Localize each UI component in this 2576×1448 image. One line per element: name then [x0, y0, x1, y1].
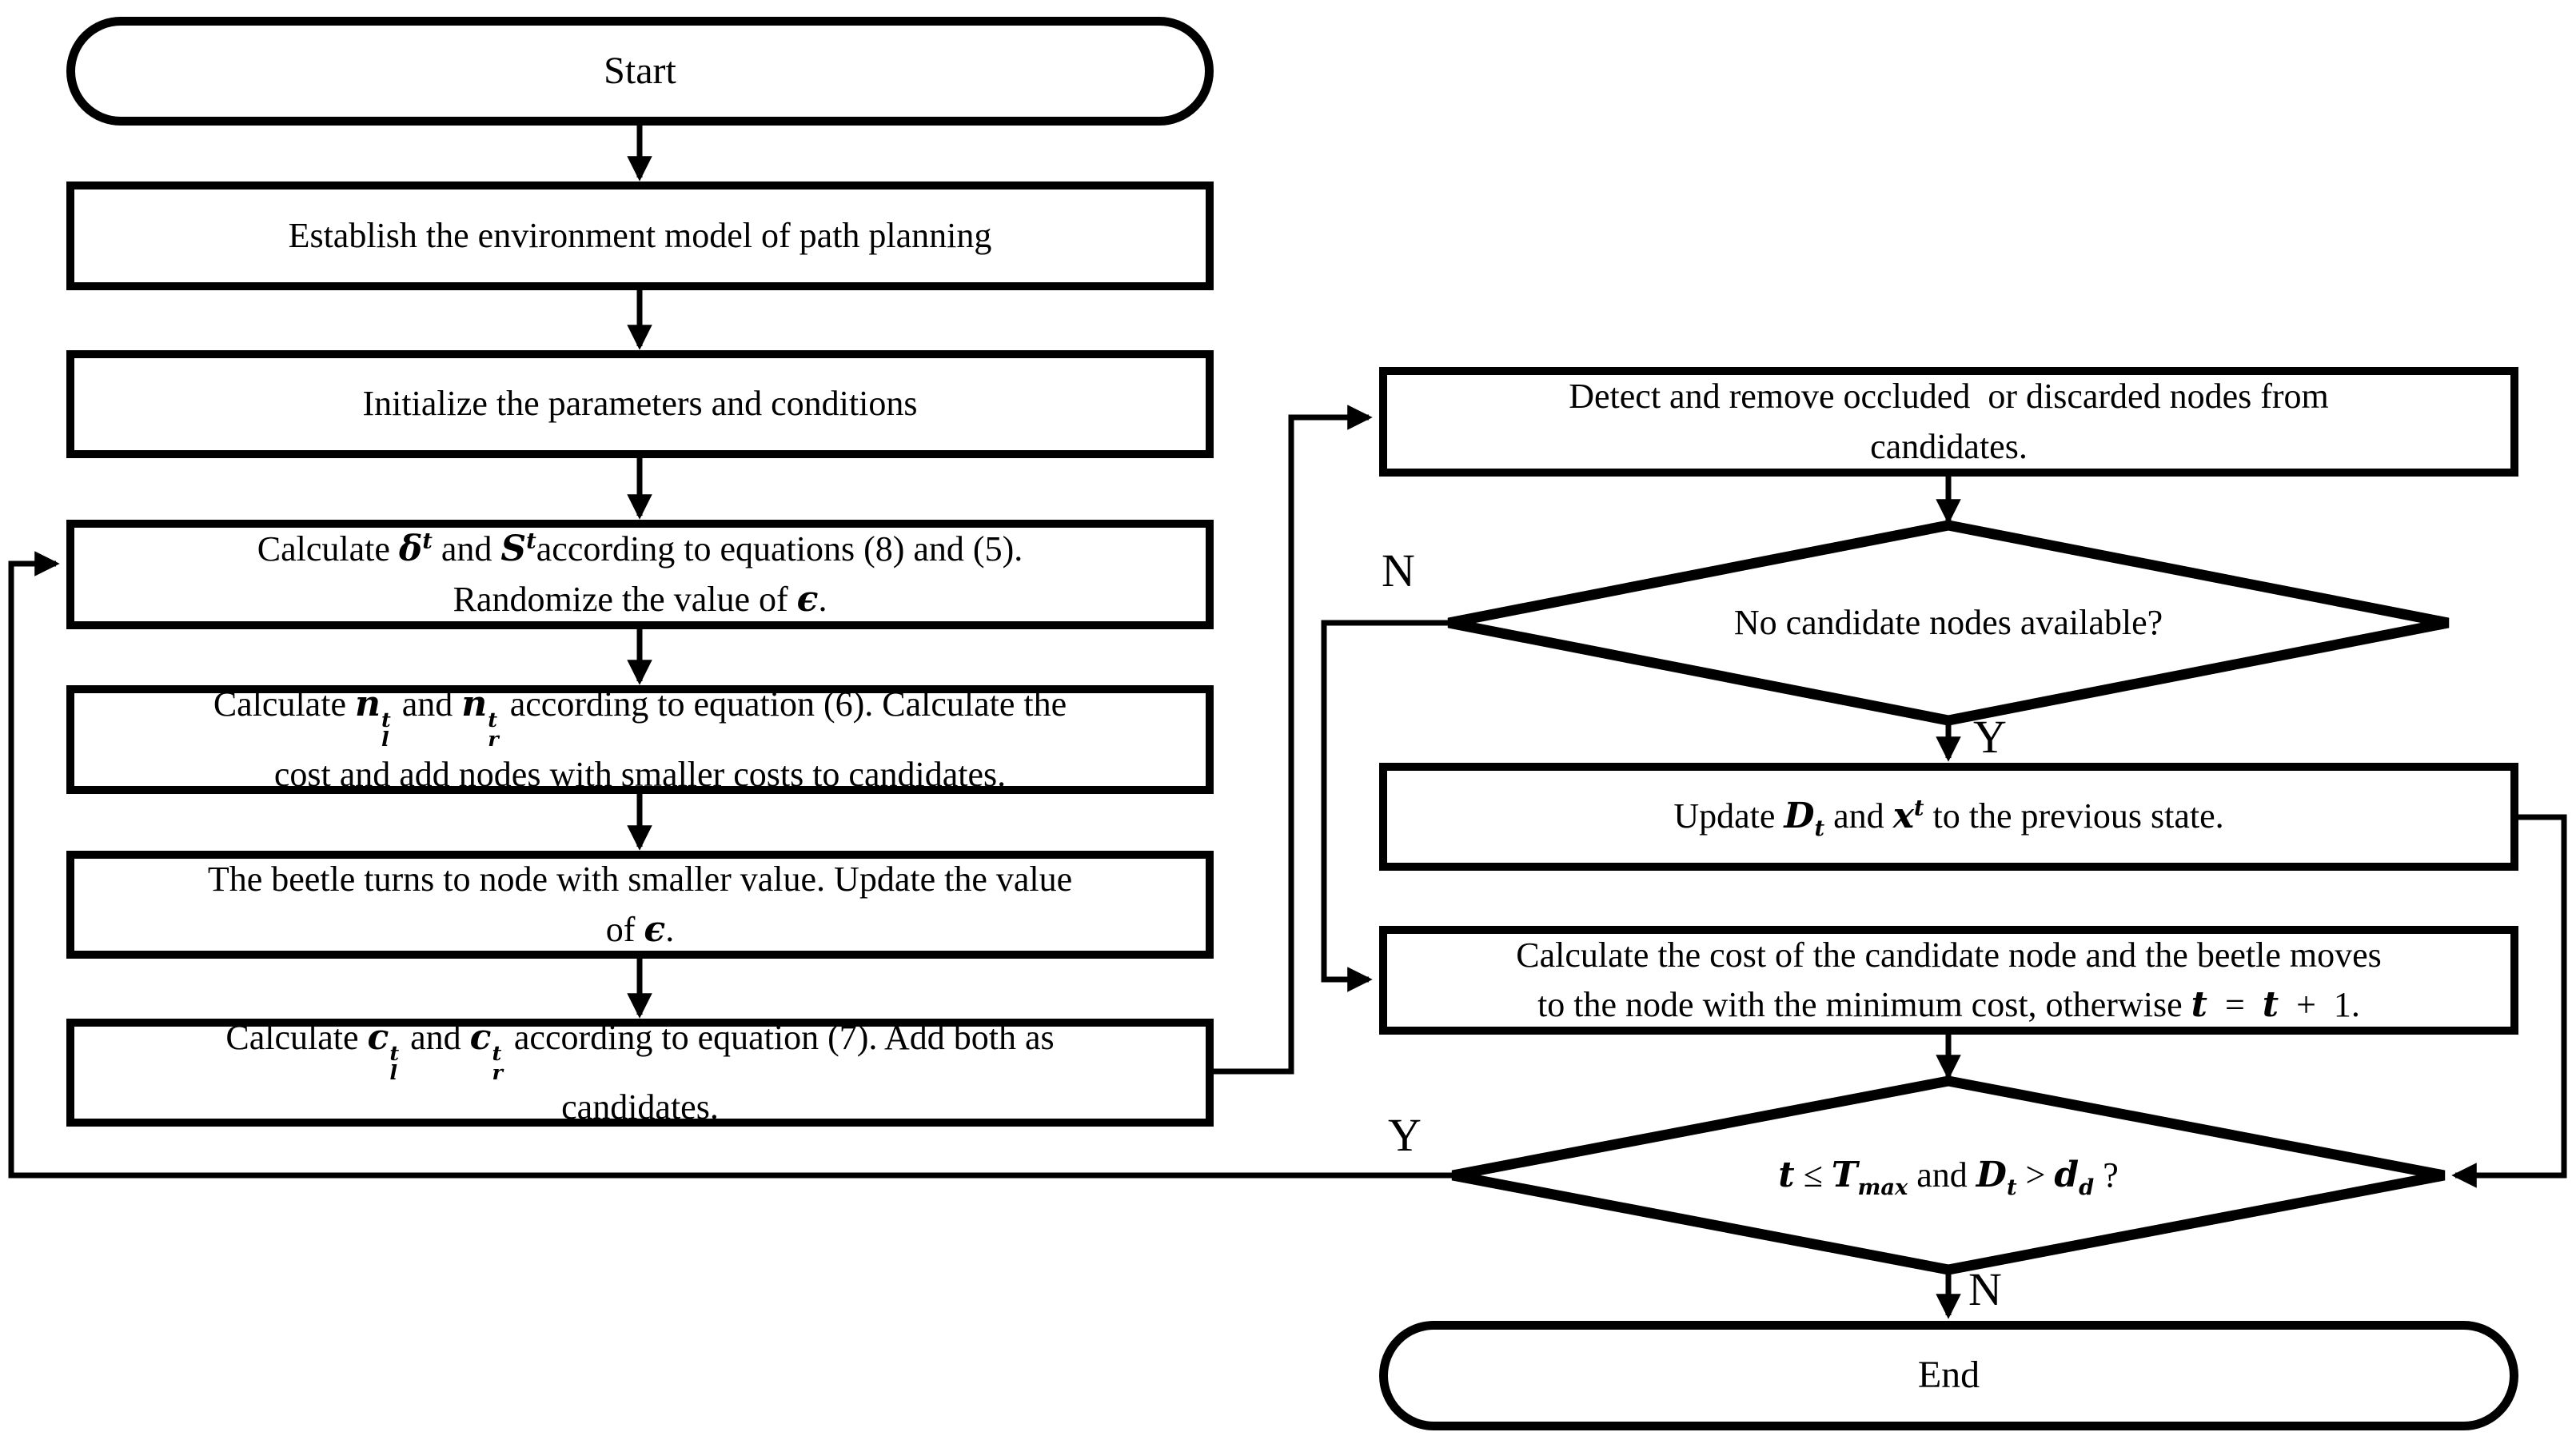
branch-label-loop-y: Y	[1388, 1109, 1422, 1161]
decision-no-candidates-text: No candidate nodes available?	[1569, 569, 2328, 676]
process-establish-environment-text: Establish the environment model of path …	[288, 215, 992, 255]
edge-loop-condition-yes-calc-delta	[8, 551, 1453, 1179]
process-update-state: Update Dt and xt to the previous state.	[1379, 763, 2518, 871]
process-beetle-turns-line1: The beetle turns to node with smaller va…	[207, 860, 1073, 900]
decision-loop-condition-text: t ≤ Tmax and Dt > dd ?	[1589, 1122, 2308, 1229]
branch-label-no-candidates-n: N	[1382, 544, 1415, 596]
process-calc-cost-move-line1: Calculate the cost of the candidate node…	[1516, 935, 2382, 975]
start-label: Start	[604, 49, 676, 92]
process-beetle-turns-line2: of ϵ.	[605, 908, 675, 950]
process-beetle-turns: The beetle turns to node with smaller va…	[66, 851, 1214, 959]
edge-update-loop-condition	[2451, 814, 2567, 1188]
process-calc-c-line2: candidates.	[561, 1087, 719, 1127]
process-detect-remove: Detect and remove occluded or discarded …	[1379, 367, 2518, 477]
process-detect-remove-line1: Detect and remove occluded or discarded …	[1569, 377, 2329, 417]
process-calc-delta-s-line2: Randomize the value of ϵ.	[453, 578, 827, 620]
branch-label-loop-n: N	[1968, 1263, 2002, 1315]
process-calc-delta-s: Calculate δt and Staccording to equation…	[66, 520, 1214, 629]
branch-label-no-candidates-y: Y	[1973, 711, 2007, 763]
process-initialize-parameters: Initialize the parameters and conditions	[66, 350, 1214, 458]
decision-no-candidates-question: No candidate nodes available?	[1733, 602, 2163, 642]
process-calc-cost-move: Calculate the cost of the candidate node…	[1379, 926, 2518, 1035]
process-calc-cost-move-line2: to the node with the minimum cost, other…	[1537, 984, 2360, 1025]
process-initialize-parameters-text: Initialize the parameters and conditions	[362, 384, 918, 424]
decision-loop-condition-shape	[1451, 1075, 2446, 1275]
decision-no-candidates-shape	[1447, 520, 2450, 726]
end-label: End	[1917, 1354, 1980, 1397]
edge-calc-c-detect	[1214, 405, 1373, 1075]
process-update-state-text: Update Dt and xt to the previous state.	[1673, 795, 2224, 842]
process-calc-delta-s-line1: Calculate δt and Staccording to equation…	[257, 528, 1023, 570]
process-calc-n-line2: cost and add nodes with smaller costs to…	[273, 754, 1007, 794]
edge-no-candidates-no-calc-cost	[1321, 620, 1449, 992]
process-establish-environment: Establish the environment model of path …	[66, 181, 1214, 290]
terminator-end: End	[1379, 1321, 2518, 1430]
terminator-start: Start	[66, 17, 1214, 126]
process-detect-remove-line2: candidates.	[1870, 426, 2028, 466]
decision-loop-condition-question: t ≤ Tmax and Dt > dd ?	[1778, 1154, 2119, 1200]
